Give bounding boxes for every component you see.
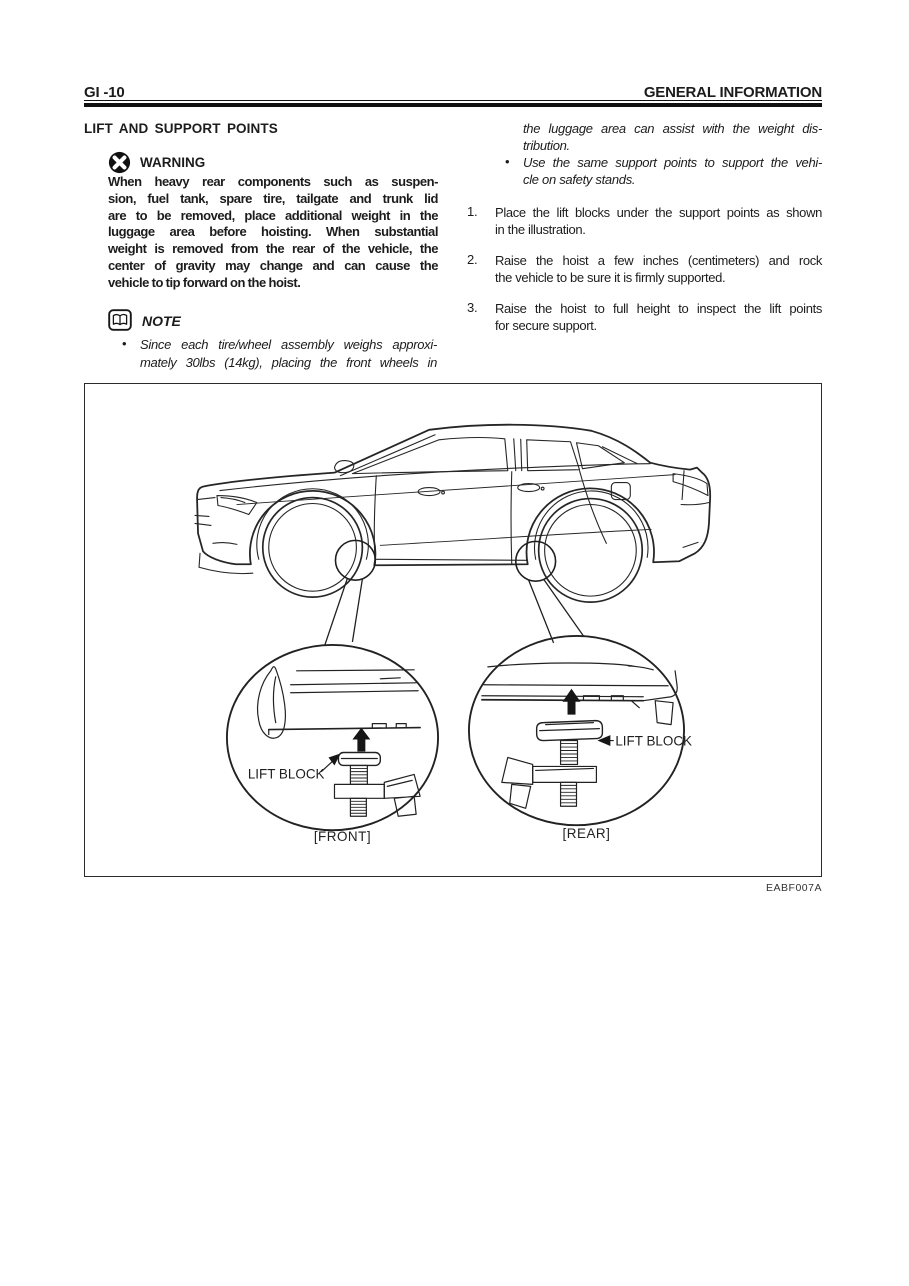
header-rule-thin (84, 99, 822, 101)
step-number: 3. (467, 300, 478, 315)
section-title: LIFT AND SUPPORT POINTS (84, 121, 278, 136)
lift-point-marker-front (334, 539, 377, 581)
leader-lines-front (323, 578, 364, 647)
note-icon (108, 309, 132, 331)
warning-icon (108, 151, 131, 174)
step-text-line: for secure support. (495, 318, 597, 333)
up-arrow-icon (352, 727, 371, 752)
warning-label: WARNING (140, 155, 206, 170)
label-arrowhead (328, 753, 341, 766)
callout-rear (467, 635, 686, 827)
note-text-line: cle on safety stands. (523, 172, 636, 187)
warning-text-line: When heavy rear components such as suspe… (108, 174, 438, 189)
figure-box: LIFT BLOCK LIFT BLOCK [FRONT] [REAR] (84, 383, 822, 877)
note-bullet-2: Use the same support points to support t… (523, 154, 822, 188)
figure-code: EABF007A (766, 882, 822, 894)
lift-block-label-front: LIFT BLOCK (248, 766, 325, 781)
car-drawing (194, 423, 712, 603)
step-number: 1. (467, 204, 478, 219)
step-number: 2. (467, 252, 478, 267)
warning-text-line: sion, fuel tank, spare tire, tailgate an… (108, 190, 438, 206)
warning-text-line: vehicle to tip forward on the hoist. (108, 274, 301, 290)
step-text-line: Place the lift blocks under the support … (495, 205, 822, 220)
header-rule-thick (84, 103, 822, 107)
up-arrow-icon (562, 688, 581, 715)
note-text-line: mately 30lbs (14kg), placing the front w… (140, 354, 437, 370)
front-caption: [FRONT] (314, 829, 371, 844)
warning-text-line: weight is removed from the rear of the v… (108, 241, 438, 257)
step-row: Place the lift blocks under the support … (495, 204, 822, 238)
note-text-line: tribution. (523, 138, 570, 153)
figure-illustration: LIFT BLOCK LIFT BLOCK [FRONT] [REAR] (194, 423, 712, 844)
callout-front (225, 643, 440, 832)
step-text-line: in the illustration. (495, 222, 586, 237)
lift-block-label-rear: LIFT BLOCK (615, 734, 692, 749)
step-text-line: Raise the hoist to full height to inspec… (495, 301, 822, 316)
warning-text-line: center of gravity may change and can cau… (108, 257, 438, 273)
note-text-line: the luggage area can assist with the wei… (523, 121, 822, 136)
note-text-line: Since each tire/wheel assembly weighs ap… (140, 337, 437, 352)
step-row: Raise the hoist to full height to inspec… (495, 300, 822, 334)
warning-paragraph: When heavy rear components such as suspe… (108, 174, 438, 292)
bullet-dot: • (505, 154, 510, 169)
label-arrowhead (597, 735, 611, 747)
warning-text-line: are to be removed, place additional weig… (108, 207, 438, 223)
step-text-line: the vehicle to be sure it is firmly supp… (495, 270, 726, 285)
note-text-line: Use the same support points to support t… (523, 155, 822, 170)
bullet-dot: • (122, 336, 127, 351)
leader-lines-rear (528, 578, 584, 644)
lift-point-marker-rear (514, 540, 557, 582)
note-label: NOTE (142, 313, 181, 329)
page-title: GENERAL INFORMATION (643, 84, 822, 101)
step-text-line: Raise the hoist a few inches (centimeter… (495, 253, 822, 268)
step-row: Raise the hoist a few inches (centimeter… (495, 252, 822, 286)
note-bullet-1-continuation: the luggage area can assist with the wei… (523, 120, 822, 154)
note-bullet-1: Since each tire/wheel assembly weighs ap… (140, 336, 437, 371)
page-code: GI -10 (84, 84, 125, 101)
warning-text-line: luggage area before hoisting. When subst… (108, 224, 438, 240)
rear-caption: [REAR] (563, 826, 611, 841)
